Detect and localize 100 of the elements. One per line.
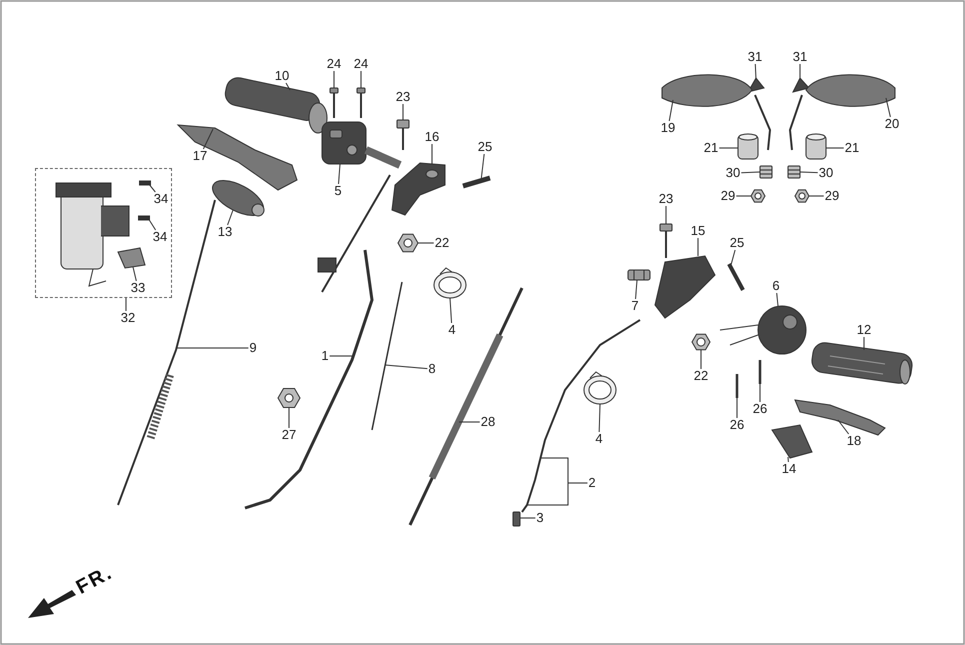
callout-number: 31 bbox=[792, 50, 808, 64]
leader-line bbox=[288, 406, 290, 428]
callout-number: 30 bbox=[724, 166, 742, 180]
callout-number: 14 bbox=[780, 462, 798, 476]
callout-number: 4 bbox=[447, 323, 457, 337]
callout-number: 20 bbox=[884, 117, 900, 131]
callout-number: 31 bbox=[746, 50, 764, 64]
callout-number: 26 bbox=[728, 418, 746, 432]
leader-line bbox=[132, 266, 137, 282]
callout-number: 33 bbox=[130, 281, 146, 295]
callout-number: 34 bbox=[152, 230, 168, 244]
leader-line bbox=[635, 280, 638, 300]
hose-clamp-drawing bbox=[434, 267, 466, 298]
callout-number: 21 bbox=[702, 141, 720, 155]
callout-number: 22 bbox=[692, 369, 710, 383]
leader-line bbox=[526, 482, 588, 506]
callout-number: 24 bbox=[326, 57, 342, 71]
callout-number: 22 bbox=[434, 236, 450, 250]
cable-drawing bbox=[371, 282, 403, 430]
leader-line bbox=[736, 398, 738, 418]
bolt-drawing bbox=[462, 176, 491, 188]
leader-line bbox=[227, 210, 234, 226]
callout-number: 8 bbox=[427, 362, 437, 376]
bolt-drawing bbox=[138, 216, 150, 220]
callout-number: 30 bbox=[818, 166, 834, 180]
callout-number: 28 bbox=[480, 415, 496, 429]
cap-drawing bbox=[806, 134, 826, 160]
leader-line bbox=[740, 172, 760, 174]
leader-line bbox=[450, 298, 452, 324]
cap-drawing bbox=[738, 134, 758, 160]
callout-number: 9 bbox=[248, 341, 258, 355]
screw-drawing bbox=[330, 88, 338, 118]
callout-number: 1 bbox=[320, 349, 330, 363]
cover-drawing bbox=[771, 424, 813, 459]
leader-line bbox=[788, 456, 789, 462]
switch-housing-drawing bbox=[322, 122, 402, 169]
callout-number: 18 bbox=[846, 434, 862, 448]
callout-number: 21 bbox=[844, 141, 860, 155]
screw-drawing bbox=[356, 88, 366, 118]
leader-line bbox=[148, 218, 156, 230]
leader-line bbox=[800, 172, 818, 174]
switch-drawing bbox=[628, 270, 650, 280]
leader-line bbox=[886, 98, 891, 118]
leader-line bbox=[286, 82, 290, 90]
callout-number: 24 bbox=[352, 57, 370, 71]
screw-drawing bbox=[758, 360, 762, 384]
mirror-drawing bbox=[662, 74, 772, 150]
callout-number: 25 bbox=[728, 236, 746, 250]
callout-number: 23 bbox=[394, 90, 412, 104]
hose-clamp-drawing bbox=[584, 371, 616, 404]
callout-number: 12 bbox=[856, 323, 872, 337]
direction-label: FR. bbox=[72, 561, 118, 600]
brake-lever-drawing bbox=[794, 399, 886, 436]
nut-drawing bbox=[794, 189, 810, 203]
clamp-drawing bbox=[654, 255, 716, 319]
leader-line bbox=[360, 70, 362, 88]
leader-line bbox=[418, 242, 434, 244]
nut-drawing bbox=[788, 166, 800, 178]
cable-drawing bbox=[408, 287, 524, 526]
callout-number: 13 bbox=[216, 225, 234, 239]
callout-number: 5 bbox=[333, 184, 343, 198]
nut-drawing bbox=[750, 189, 766, 203]
dashed-group-frame bbox=[35, 168, 172, 298]
callout-number: 19 bbox=[660, 121, 676, 135]
leader-line bbox=[700, 349, 702, 370]
callout-number: 29 bbox=[824, 189, 840, 203]
leader-line bbox=[838, 420, 850, 434]
leader-line bbox=[754, 64, 756, 80]
leader-line bbox=[668, 100, 674, 122]
leader-line bbox=[125, 298, 126, 312]
callout-number: 7 bbox=[630, 299, 640, 313]
callout-number: 10 bbox=[274, 69, 290, 83]
leader-line bbox=[202, 128, 214, 150]
cable-drawing bbox=[244, 250, 374, 510]
nut-drawing bbox=[397, 234, 419, 252]
leader-line bbox=[338, 164, 340, 184]
brake-lever-drawing bbox=[176, 124, 298, 191]
callout-number: 15 bbox=[690, 224, 706, 238]
clip-drawing bbox=[117, 247, 146, 269]
callout-number: 3 bbox=[535, 511, 545, 525]
clamp-drawing bbox=[391, 162, 446, 216]
callout-number: 27 bbox=[280, 428, 298, 442]
callout-number: 23 bbox=[658, 192, 674, 206]
callout-number: 34 bbox=[152, 192, 170, 206]
callout-number: 2 bbox=[587, 476, 597, 490]
bolt-drawing bbox=[660, 224, 672, 258]
callout-number: 29 bbox=[720, 189, 736, 203]
switch-housing-drawing bbox=[720, 306, 806, 354]
callout-number: 32 bbox=[120, 311, 136, 325]
leader-line bbox=[598, 404, 600, 432]
nut-drawing bbox=[691, 334, 711, 350]
bolt-drawing bbox=[396, 120, 410, 150]
cable-drawing bbox=[521, 319, 641, 513]
callout-number: 16 bbox=[424, 130, 440, 144]
cover-drawing bbox=[212, 180, 264, 216]
leader-line bbox=[148, 182, 156, 192]
leader-line bbox=[730, 250, 736, 266]
leader-line bbox=[402, 104, 404, 120]
callout-number: 4 bbox=[594, 432, 604, 446]
callout-number: 25 bbox=[476, 140, 494, 154]
